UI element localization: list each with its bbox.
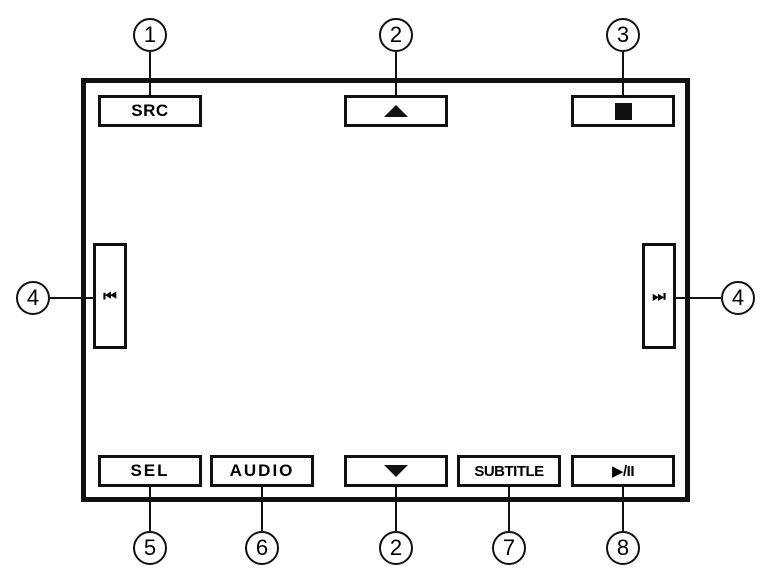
callout-4-left-number: 4 xyxy=(26,285,40,310)
callout-7-number: 7 xyxy=(502,535,516,560)
skip-next-button[interactable]: ⏭ xyxy=(642,243,676,349)
skip-next-icon: ⏭ xyxy=(652,287,666,305)
src-button-label: SRC xyxy=(131,101,169,120)
screen-frame xyxy=(81,78,690,502)
up-button[interactable] xyxy=(344,95,448,127)
callout-7: 7 xyxy=(492,531,526,565)
callout-2-bottom: 2 xyxy=(379,531,413,565)
subtitle-button[interactable]: SUBTITLE xyxy=(457,455,561,487)
callout-3-number: 3 xyxy=(616,22,630,47)
callout-8-leader xyxy=(622,487,624,532)
callout-6-number: 6 xyxy=(255,535,269,560)
callout-8-number: 8 xyxy=(616,535,630,560)
callout-3: 3 xyxy=(606,18,640,52)
sel-button-label: SEL xyxy=(130,461,170,480)
callout-1-number: 1 xyxy=(143,22,157,47)
callout-5-number: 5 xyxy=(143,535,157,560)
callout-5: 5 xyxy=(133,531,167,565)
sel-button[interactable]: SEL xyxy=(98,455,202,487)
subtitle-button-label: SUBTITLE xyxy=(474,462,544,480)
play-pause-icon: ▶/II xyxy=(611,463,635,480)
skip-previous-button[interactable]: ⏮ xyxy=(93,243,127,349)
callout-2-top: 2 xyxy=(379,18,413,52)
callout-6-leader xyxy=(261,487,263,532)
callout-2-bottom-number: 2 xyxy=(389,535,403,560)
callout-4-right-leader xyxy=(676,297,721,299)
callout-1: 1 xyxy=(133,18,167,52)
audio-button[interactable]: AUDIO xyxy=(210,455,314,487)
callout-6: 6 xyxy=(245,531,279,565)
src-button[interactable]: SRC xyxy=(98,95,202,127)
up-arrow-icon xyxy=(384,105,408,117)
callout-2-top-number: 2 xyxy=(389,22,403,47)
down-button[interactable] xyxy=(344,455,448,487)
callout-4-right-number: 4 xyxy=(731,285,745,310)
callout-8: 8 xyxy=(606,531,640,565)
callout-4-left-leader xyxy=(50,297,93,299)
stop-icon xyxy=(614,102,632,120)
callout-4-left: 4 xyxy=(16,281,50,315)
skip-previous-icon: ⏮ xyxy=(103,287,117,305)
stop-button[interactable] xyxy=(571,95,675,127)
callout-1-leader xyxy=(149,52,151,95)
callout-5-leader xyxy=(149,487,151,532)
callout-3-leader xyxy=(622,52,624,95)
callout-7-leader xyxy=(508,487,510,532)
callout-2-top-leader xyxy=(395,52,397,95)
callout-2-bottom-leader xyxy=(395,487,397,532)
play-pause-button[interactable]: ▶/II xyxy=(571,455,675,487)
callout-4-right: 4 xyxy=(721,281,755,315)
down-arrow-icon xyxy=(384,465,408,477)
audio-button-label: AUDIO xyxy=(229,461,295,480)
